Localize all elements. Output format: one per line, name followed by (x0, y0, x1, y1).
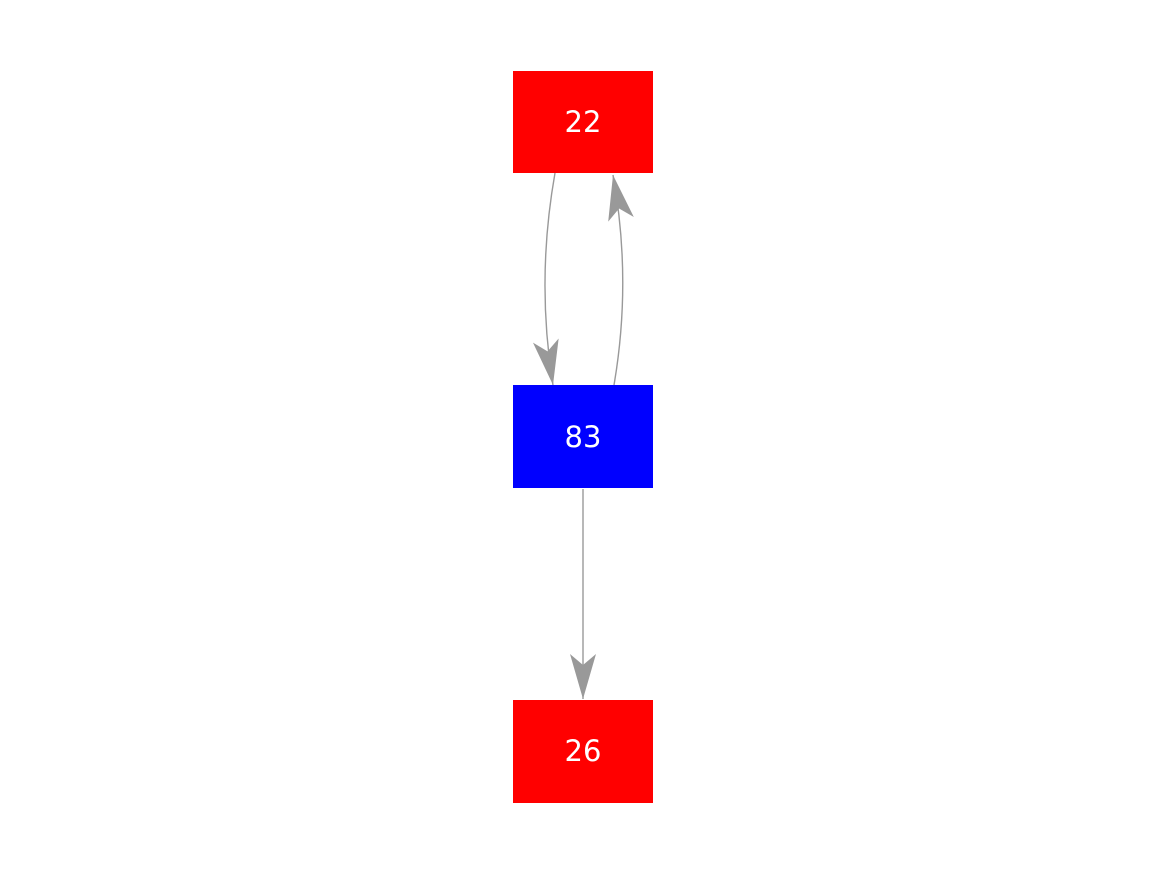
node-22: 22 (513, 71, 653, 173)
edge-22-to-83 (532, 172, 559, 386)
node-83: 83 (513, 385, 653, 488)
node-83-label: 83 (565, 420, 602, 454)
node-26: 26 (513, 700, 653, 803)
node-22-rect (513, 71, 653, 173)
node-26-label: 26 (565, 734, 602, 768)
node-26-rect (513, 700, 653, 803)
edge-83-to-22 (608, 174, 634, 386)
node-22-label: 22 (565, 105, 602, 139)
node-83-rect (513, 385, 653, 488)
